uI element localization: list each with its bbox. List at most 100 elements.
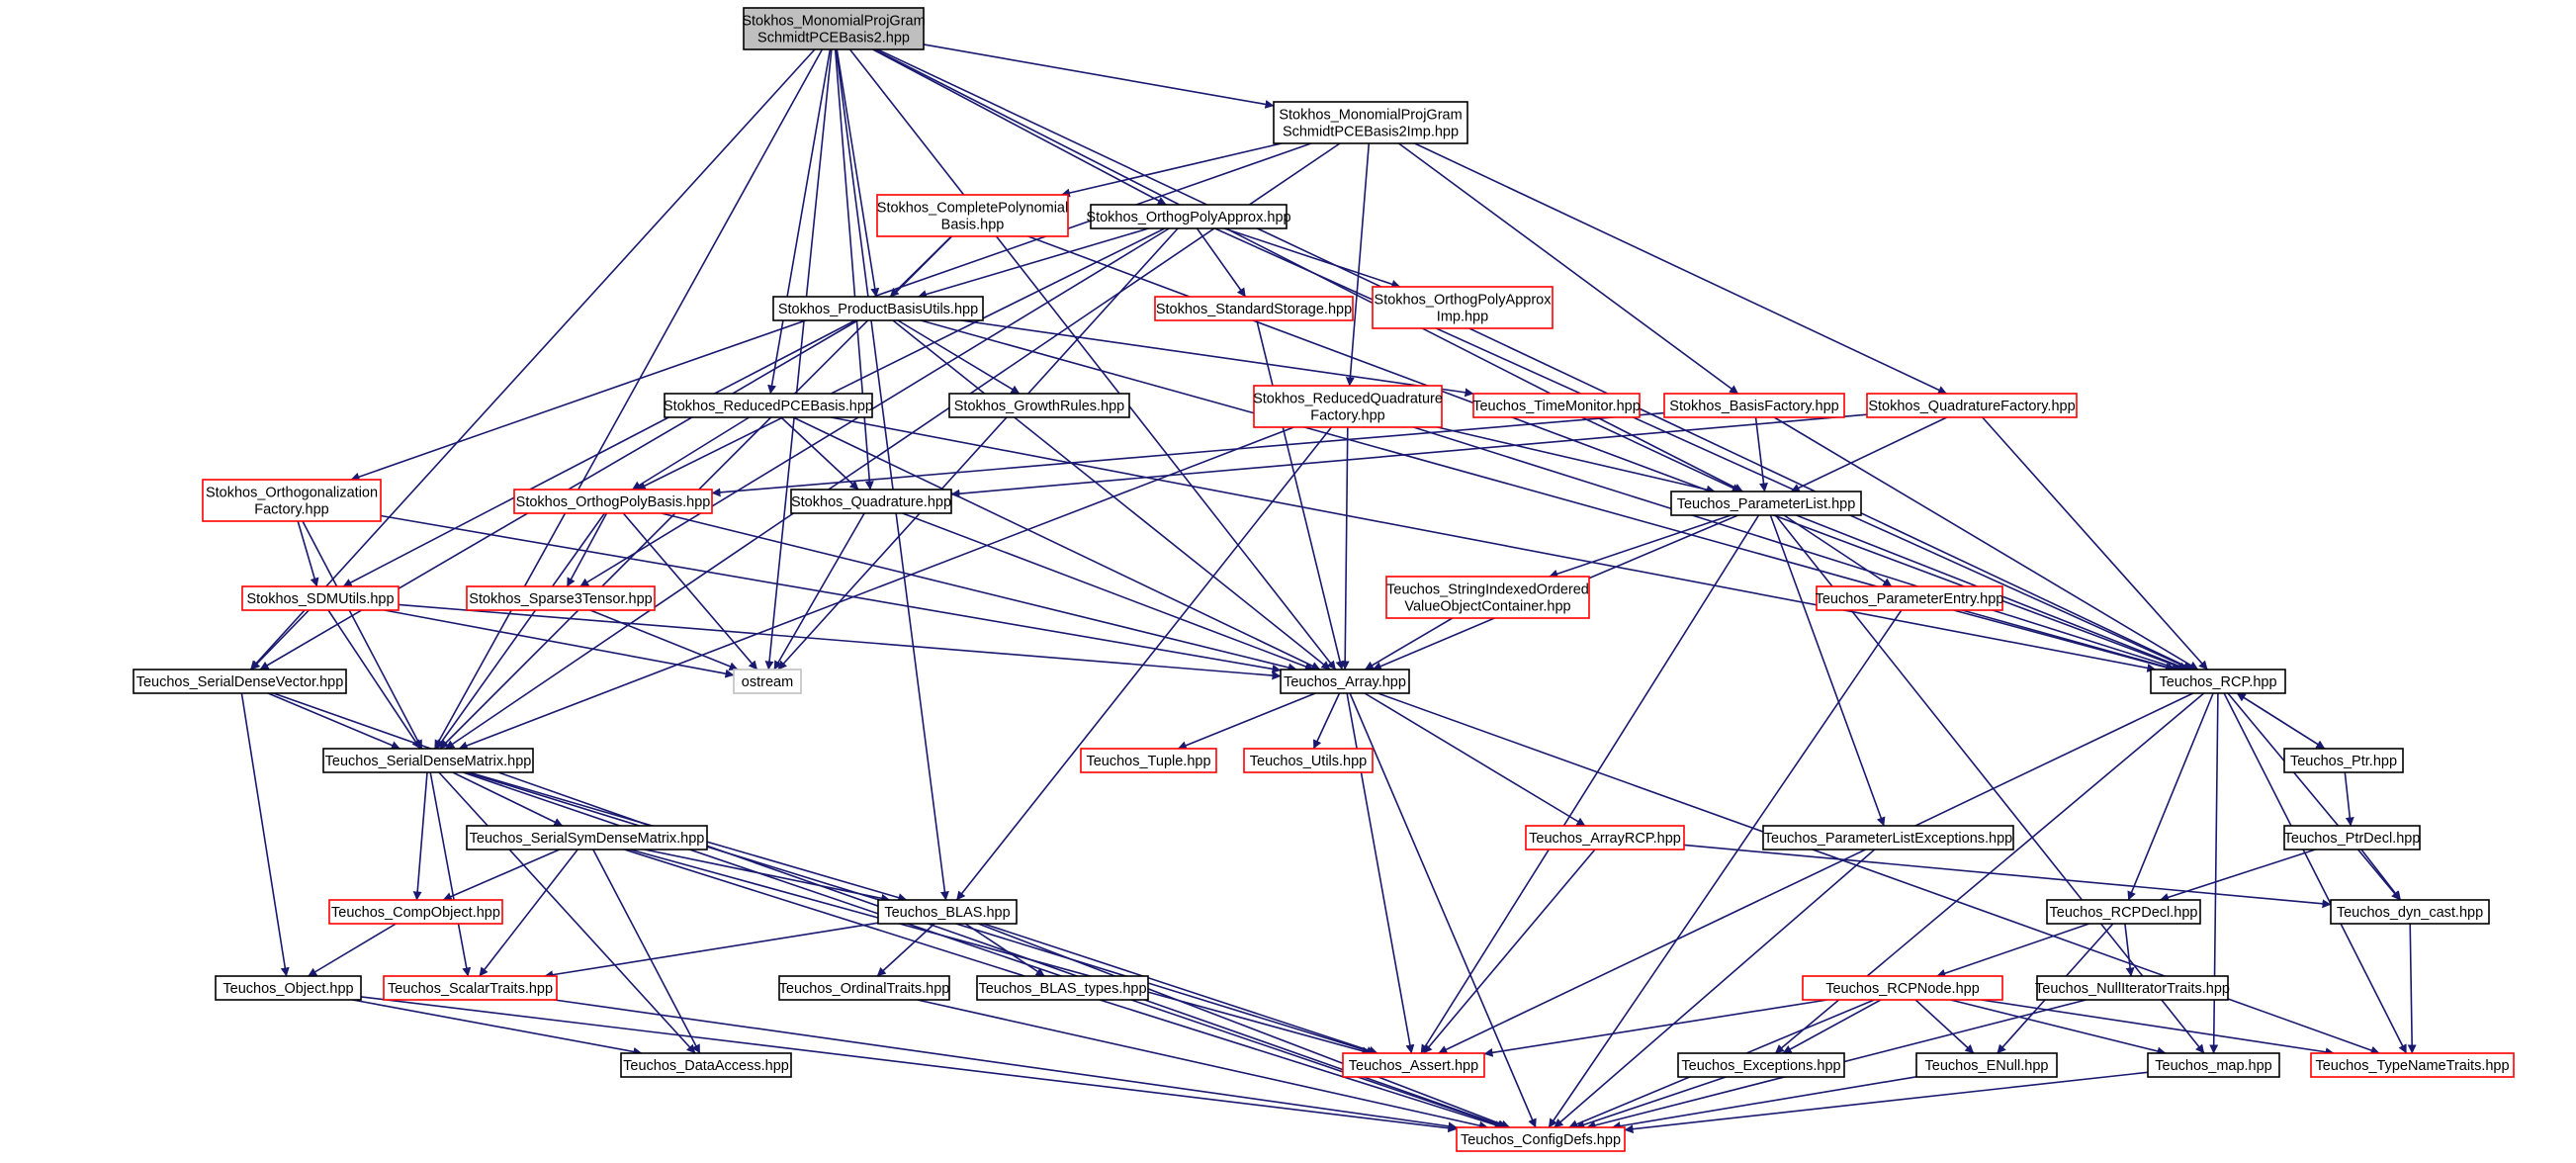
node-tm[interactable]: Teuchos_TimeMonitor.hpp <box>1472 393 1641 418</box>
node-obj[interactable]: Teuchos_Object.hpp <box>215 975 362 1001</box>
node-pbu[interactable]: Stokhos_ProductBasisUtils.hpp <box>772 296 984 321</box>
edge-sdm-to-ostream <box>384 609 735 678</box>
node-st[interactable]: Teuchos_ScalarTraits.hpp <box>383 975 558 1001</box>
node-sdm[interactable]: Stokhos_SDMUtils.hpp <box>241 585 400 611</box>
node-exc[interactable]: Teuchos_Exceptions.hpp <box>1677 1052 1845 1078</box>
node-box <box>778 975 950 1001</box>
node-imp[interactable]: Stokhos_MonomialProjGramSchmidtPCEBasis2… <box>1273 101 1468 144</box>
node-label: SchmidtPCEBasis2Imp.hpp <box>1283 125 1459 140</box>
node-box <box>2150 669 2286 694</box>
node-box <box>664 393 873 418</box>
node-label: Factory.hpp <box>1310 408 1385 424</box>
node-label: Basis.hpp <box>941 218 1005 233</box>
edge-sdmat-to-da <box>438 771 696 1054</box>
node-label: Teuchos_SerialSymDenseMatrix.hpp <box>470 831 705 847</box>
edge-root-to-sdv <box>249 48 816 671</box>
node-opa[interactable]: Stokhos_OrthogPolyApprox.hpp <box>1086 204 1291 229</box>
node-assert[interactable]: Teuchos_Assert.hpp <box>1342 1052 1485 1078</box>
node-rcpdecl[interactable]: Teuchos_RCPDecl.hpp <box>2046 899 2201 925</box>
node-box <box>133 669 347 694</box>
edge-opb-to-arr <box>661 512 1297 672</box>
node-label: Teuchos_ParameterEntry.hpp <box>1816 591 2004 607</box>
node-ptr[interactable]: Teuchos_Ptr.hpp <box>2283 748 2404 773</box>
node-opb[interactable]: Stokhos_OrthogPolyBasis.hpp <box>513 489 713 514</box>
node-box <box>1670 491 1862 516</box>
edge-sdmat-to-co <box>412 771 428 901</box>
edge-root-to-rcp <box>877 48 2193 671</box>
node-label: Stokhos_SDMUtils.hpp <box>246 591 394 607</box>
node-quad[interactable]: Stokhos_Quadrature.hpp <box>790 489 952 514</box>
node-ot[interactable]: Teuchos_OrdinalTraits.hpp <box>778 975 950 1001</box>
node-ssdm[interactable]: Teuchos_SerialSymDenseMatrix.hpp <box>466 825 708 850</box>
node-s3t[interactable]: Stokhos_Sparse3Tensor.hpp <box>466 585 656 611</box>
node-label: Teuchos_dyn_cast.hpp <box>2337 905 2483 921</box>
node-box <box>1816 585 2003 611</box>
node-nit[interactable]: Teuchos_NullIteratorTraits.hpp <box>2035 975 2230 1001</box>
node-box <box>2147 1052 2280 1078</box>
node-box <box>1762 825 2014 850</box>
node-label: Teuchos_NullIteratorTraits.hpp <box>2035 981 2230 997</box>
node-label: Stokhos_QuadratureFactory.hpp <box>1868 399 2075 414</box>
node-utils[interactable]: Teuchos_Utils.hpp <box>1243 748 1374 773</box>
node-blas[interactable]: Teuchos_BLAS.hpp <box>877 899 1018 925</box>
node-box <box>2330 899 2490 925</box>
edge-sdm-to-sdv <box>250 609 310 671</box>
node-tnt[interactable]: Teuchos_TypeNameTraits.hpp <box>2310 1052 2515 1078</box>
node-rcpnode[interactable]: Teuchos_RCPNode.hpp <box>1802 975 2003 1001</box>
node-pl[interactable]: Teuchos_ParameterList.hpp <box>1670 491 1862 516</box>
node-ss[interactable]: Stokhos_StandardStorage.hpp <box>1154 296 1354 321</box>
edge-root-to-imp <box>923 44 1275 109</box>
node-da[interactable]: Teuchos_DataAccess.hpp <box>620 1052 792 1078</box>
node-co[interactable]: Teuchos_CompObject.hpp <box>328 899 503 925</box>
edge-ssdm-to-da <box>592 849 701 1054</box>
edge-obj-to-cfg <box>360 996 1458 1133</box>
node-pe[interactable]: Teuchos_ParameterEntry.hpp <box>1816 585 2004 611</box>
node-rpce[interactable]: Stokhos_ReducedPCEBasis.hpp <box>664 393 873 418</box>
node-bf[interactable]: Stokhos_BasisFactory.hpp <box>1663 393 1845 418</box>
node-sdmat[interactable]: Teuchos_SerialDenseMatrix.hpp <box>322 748 534 773</box>
node-qf[interactable]: Stokhos_QuadratureFactory.hpp <box>1866 393 2078 418</box>
node-box <box>743 7 925 50</box>
node-arcp[interactable]: Teuchos_ArrayRCP.hpp <box>1525 825 1685 850</box>
node-root[interactable]: Stokhos_MonomialProjGramSchmidtPCEBasis2… <box>742 7 926 50</box>
node-map[interactable]: Teuchos_map.hpp <box>2147 1052 2280 1078</box>
node-label: Factory.hpp <box>254 502 329 518</box>
node-sdv[interactable]: Teuchos_SerialDenseVector.hpp <box>133 669 347 694</box>
node-arr[interactable]: Teuchos_Array.hpp <box>1280 669 1410 694</box>
node-tuple[interactable]: Teuchos_Tuple.hpp <box>1080 748 1217 773</box>
node-ostream[interactable]: ostream <box>733 669 802 694</box>
edge-blas-to-assert <box>983 923 1378 1055</box>
node-label: Teuchos_TimeMonitor.hpp <box>1472 399 1641 414</box>
node-gr[interactable]: Stokhos_GrowthRules.hpp <box>948 393 1130 418</box>
node-label: Teuchos_Exceptions.hpp <box>1681 1058 1840 1074</box>
node-label: Stokhos_Orthogonalization <box>206 486 378 501</box>
edge-exc-to-cfg <box>1575 1076 1727 1129</box>
edge-pe-to-cfg <box>1548 609 1903 1128</box>
node-cfg[interactable]: Teuchos_ConfigDefs.hpp <box>1456 1126 1626 1152</box>
node-ptrdecl[interactable]: Teuchos_PtrDecl.hpp <box>2283 825 2421 850</box>
edge-obj-to-da <box>352 999 643 1056</box>
edge-pbu-to-gr <box>897 319 1021 395</box>
node-label: Teuchos_SerialDenseMatrix.hpp <box>325 754 532 769</box>
edge-sio-to-arr <box>1364 617 1454 671</box>
node-enull[interactable]: Teuchos_ENull.hpp <box>1915 1052 2058 1078</box>
node-label: Teuchos_ParameterListExceptions.hpp <box>1764 831 2012 847</box>
edge-enull-to-cfg <box>1611 1076 1917 1131</box>
node-label: Teuchos_Assert.hpp <box>1349 1058 1478 1074</box>
node-ple[interactable]: Teuchos_ParameterListExceptions.hpp <box>1762 825 2014 850</box>
node-box <box>2310 1052 2515 1078</box>
node-sio[interactable]: Teuchos_StringIndexedOrderedValueObjectC… <box>1385 576 1590 619</box>
node-dyn[interactable]: Teuchos_dyn_cast.hpp <box>2330 899 2490 925</box>
node-blast[interactable]: Teuchos_BLAS_types.hpp <box>976 975 1149 1001</box>
edge-imp-to-bf <box>1398 142 1739 395</box>
node-box <box>1342 1052 1485 1078</box>
node-rcp[interactable]: Teuchos_RCP.hpp <box>2150 669 2286 694</box>
edge-rcpnode-to-enull <box>1914 999 1975 1054</box>
edge-tm-to-pl <box>1581 416 1741 492</box>
node-label: Teuchos_BLAS.hpp <box>884 905 1010 921</box>
